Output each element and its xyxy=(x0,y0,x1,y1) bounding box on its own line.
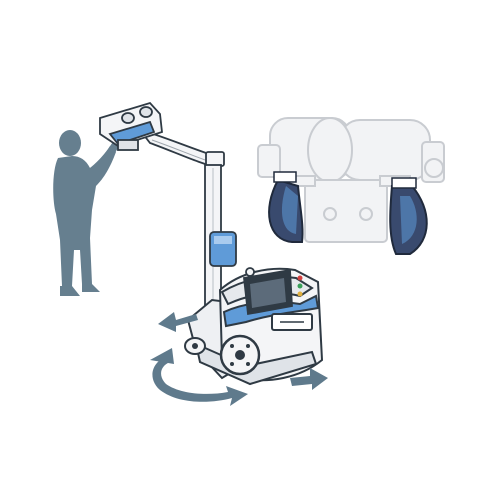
grip-handle xyxy=(268,171,304,243)
wheel xyxy=(219,334,261,376)
articulated-arm xyxy=(137,128,237,326)
grip-handle xyxy=(389,177,428,255)
tube-head-detail xyxy=(257,117,445,255)
wheel xyxy=(184,337,206,355)
operator-silhouette xyxy=(53,130,120,296)
control-screen xyxy=(243,267,303,316)
move-arrow xyxy=(158,312,198,332)
move-arrow xyxy=(290,368,328,390)
rotate-arrow xyxy=(150,348,248,406)
xray-tube-head xyxy=(99,101,163,151)
